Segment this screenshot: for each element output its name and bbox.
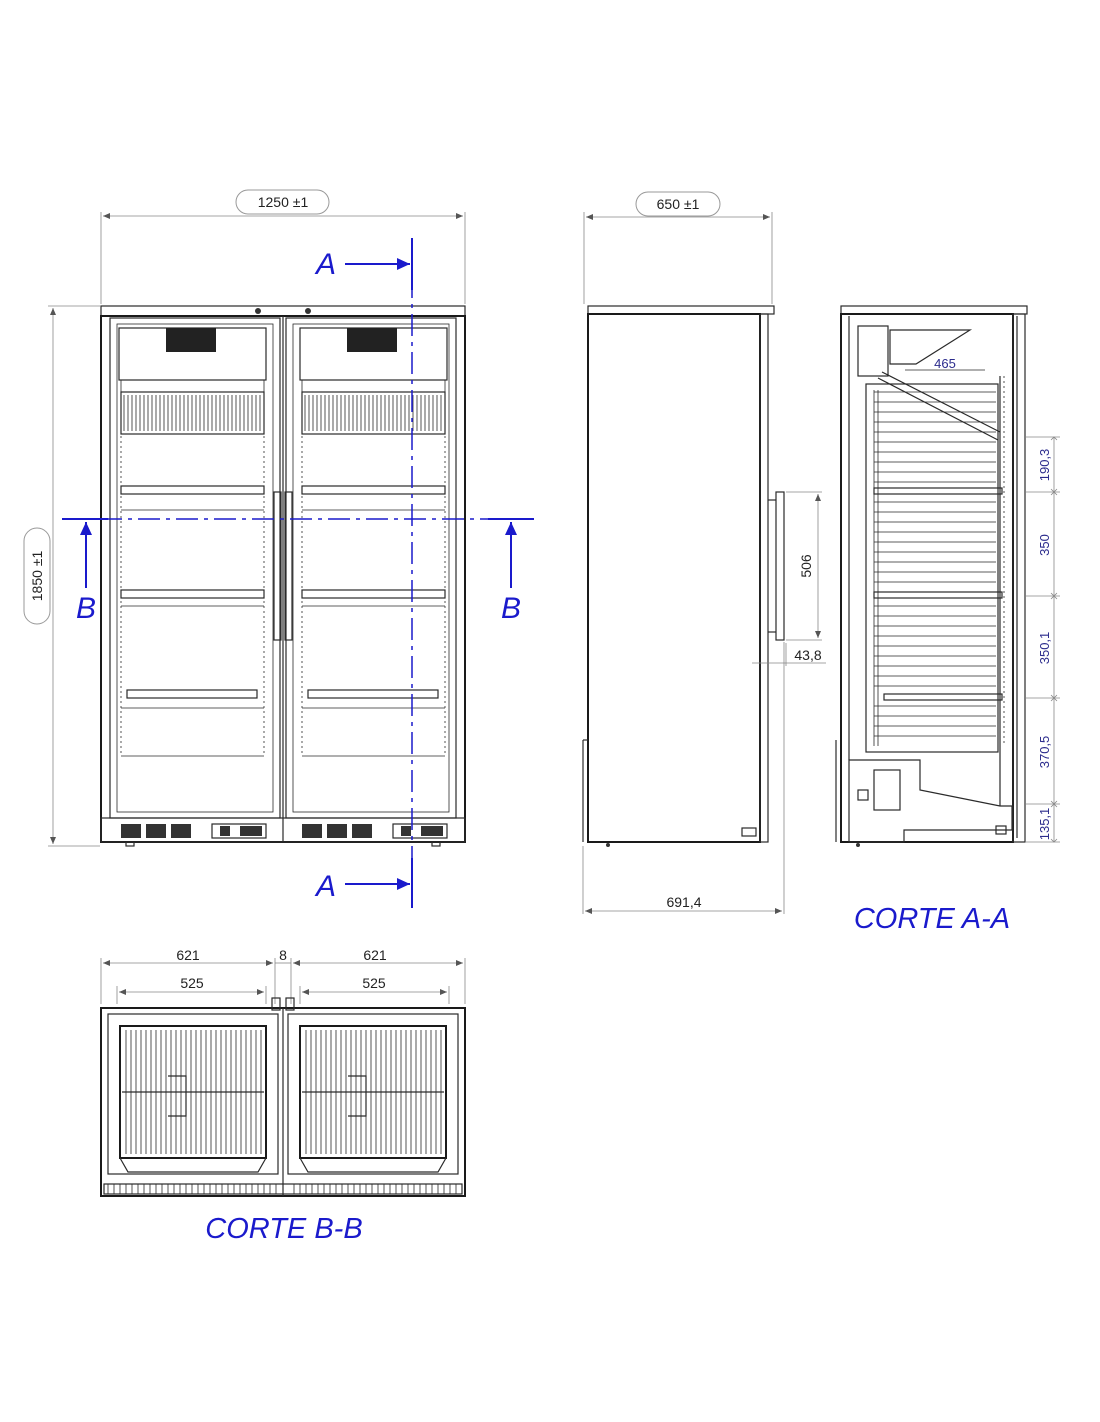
section-b-b-view: 621 8 621 525 525 (100, 947, 466, 1245)
dimension-overall-width: 1250 ±1 (100, 189, 466, 304)
overall-width-label: 1250 ±1 (258, 194, 309, 210)
section-marker-b-left: B (76, 592, 96, 625)
shelf-spacing-2: 350 (1037, 534, 1052, 556)
section-b-b-title: CORTE B-B (205, 1213, 362, 1245)
dimension-overall-height: 1850 ±1 (23, 305, 100, 847)
gap-label: 8 (279, 947, 287, 963)
section-marker-a-top: A (314, 248, 336, 281)
shelf-depth-label: 465 (934, 356, 956, 371)
compartment-width-left: 621 (176, 947, 200, 963)
dimension-side-depth: 650 ±1 (583, 191, 773, 304)
compartment-width-right: 621 (363, 947, 387, 963)
shelf-spacing-4: 370,5 (1037, 736, 1052, 769)
section-marker-b-right: B (501, 592, 521, 625)
left-door (109, 317, 282, 819)
section-marker-a-bottom: A (314, 870, 336, 903)
right-door (284, 317, 457, 819)
bottom-grille (121, 823, 448, 847)
section-line-b: B B (62, 518, 534, 625)
handle-offset-label: 43,8 (794, 647, 821, 663)
shelf-spacing-3: 350,1 (1037, 632, 1052, 665)
dimension-depth-with-handle: 691,4 (582, 642, 785, 914)
handle-length-label: 506 (798, 554, 814, 578)
depth-with-handle-label: 691,4 (666, 894, 701, 910)
dimension-handle-length: 506 (786, 491, 822, 641)
dimension-shelf-spacing: 190,3 350 350,1 370,5 135,1 (1026, 436, 1060, 843)
side-depth-label: 650 ±1 (657, 196, 700, 212)
inner-width-left: 525 (180, 975, 204, 991)
section-a-a-view: 465 190,3 350 350,1 (835, 305, 1060, 935)
front-view: 1250 ±1 1850 ±1 (23, 189, 534, 908)
door-handle (768, 491, 785, 641)
section-a-a-title: CORTE A-A (854, 903, 1010, 935)
dimension-compartment-widths: 621 8 621 525 525 (100, 947, 466, 1004)
overall-height-label: 1850 ±1 (29, 551, 45, 602)
inner-width-right: 525 (362, 975, 386, 991)
section-line-a: A A (314, 238, 413, 908)
dimension-handle-offset: 43,8 (752, 643, 826, 666)
shelf-spacing-1: 190,3 (1037, 449, 1052, 482)
side-view: 650 ±1 506 43,8 691,4 (582, 191, 826, 914)
shelf-spacing-5: 135,1 (1037, 808, 1052, 841)
